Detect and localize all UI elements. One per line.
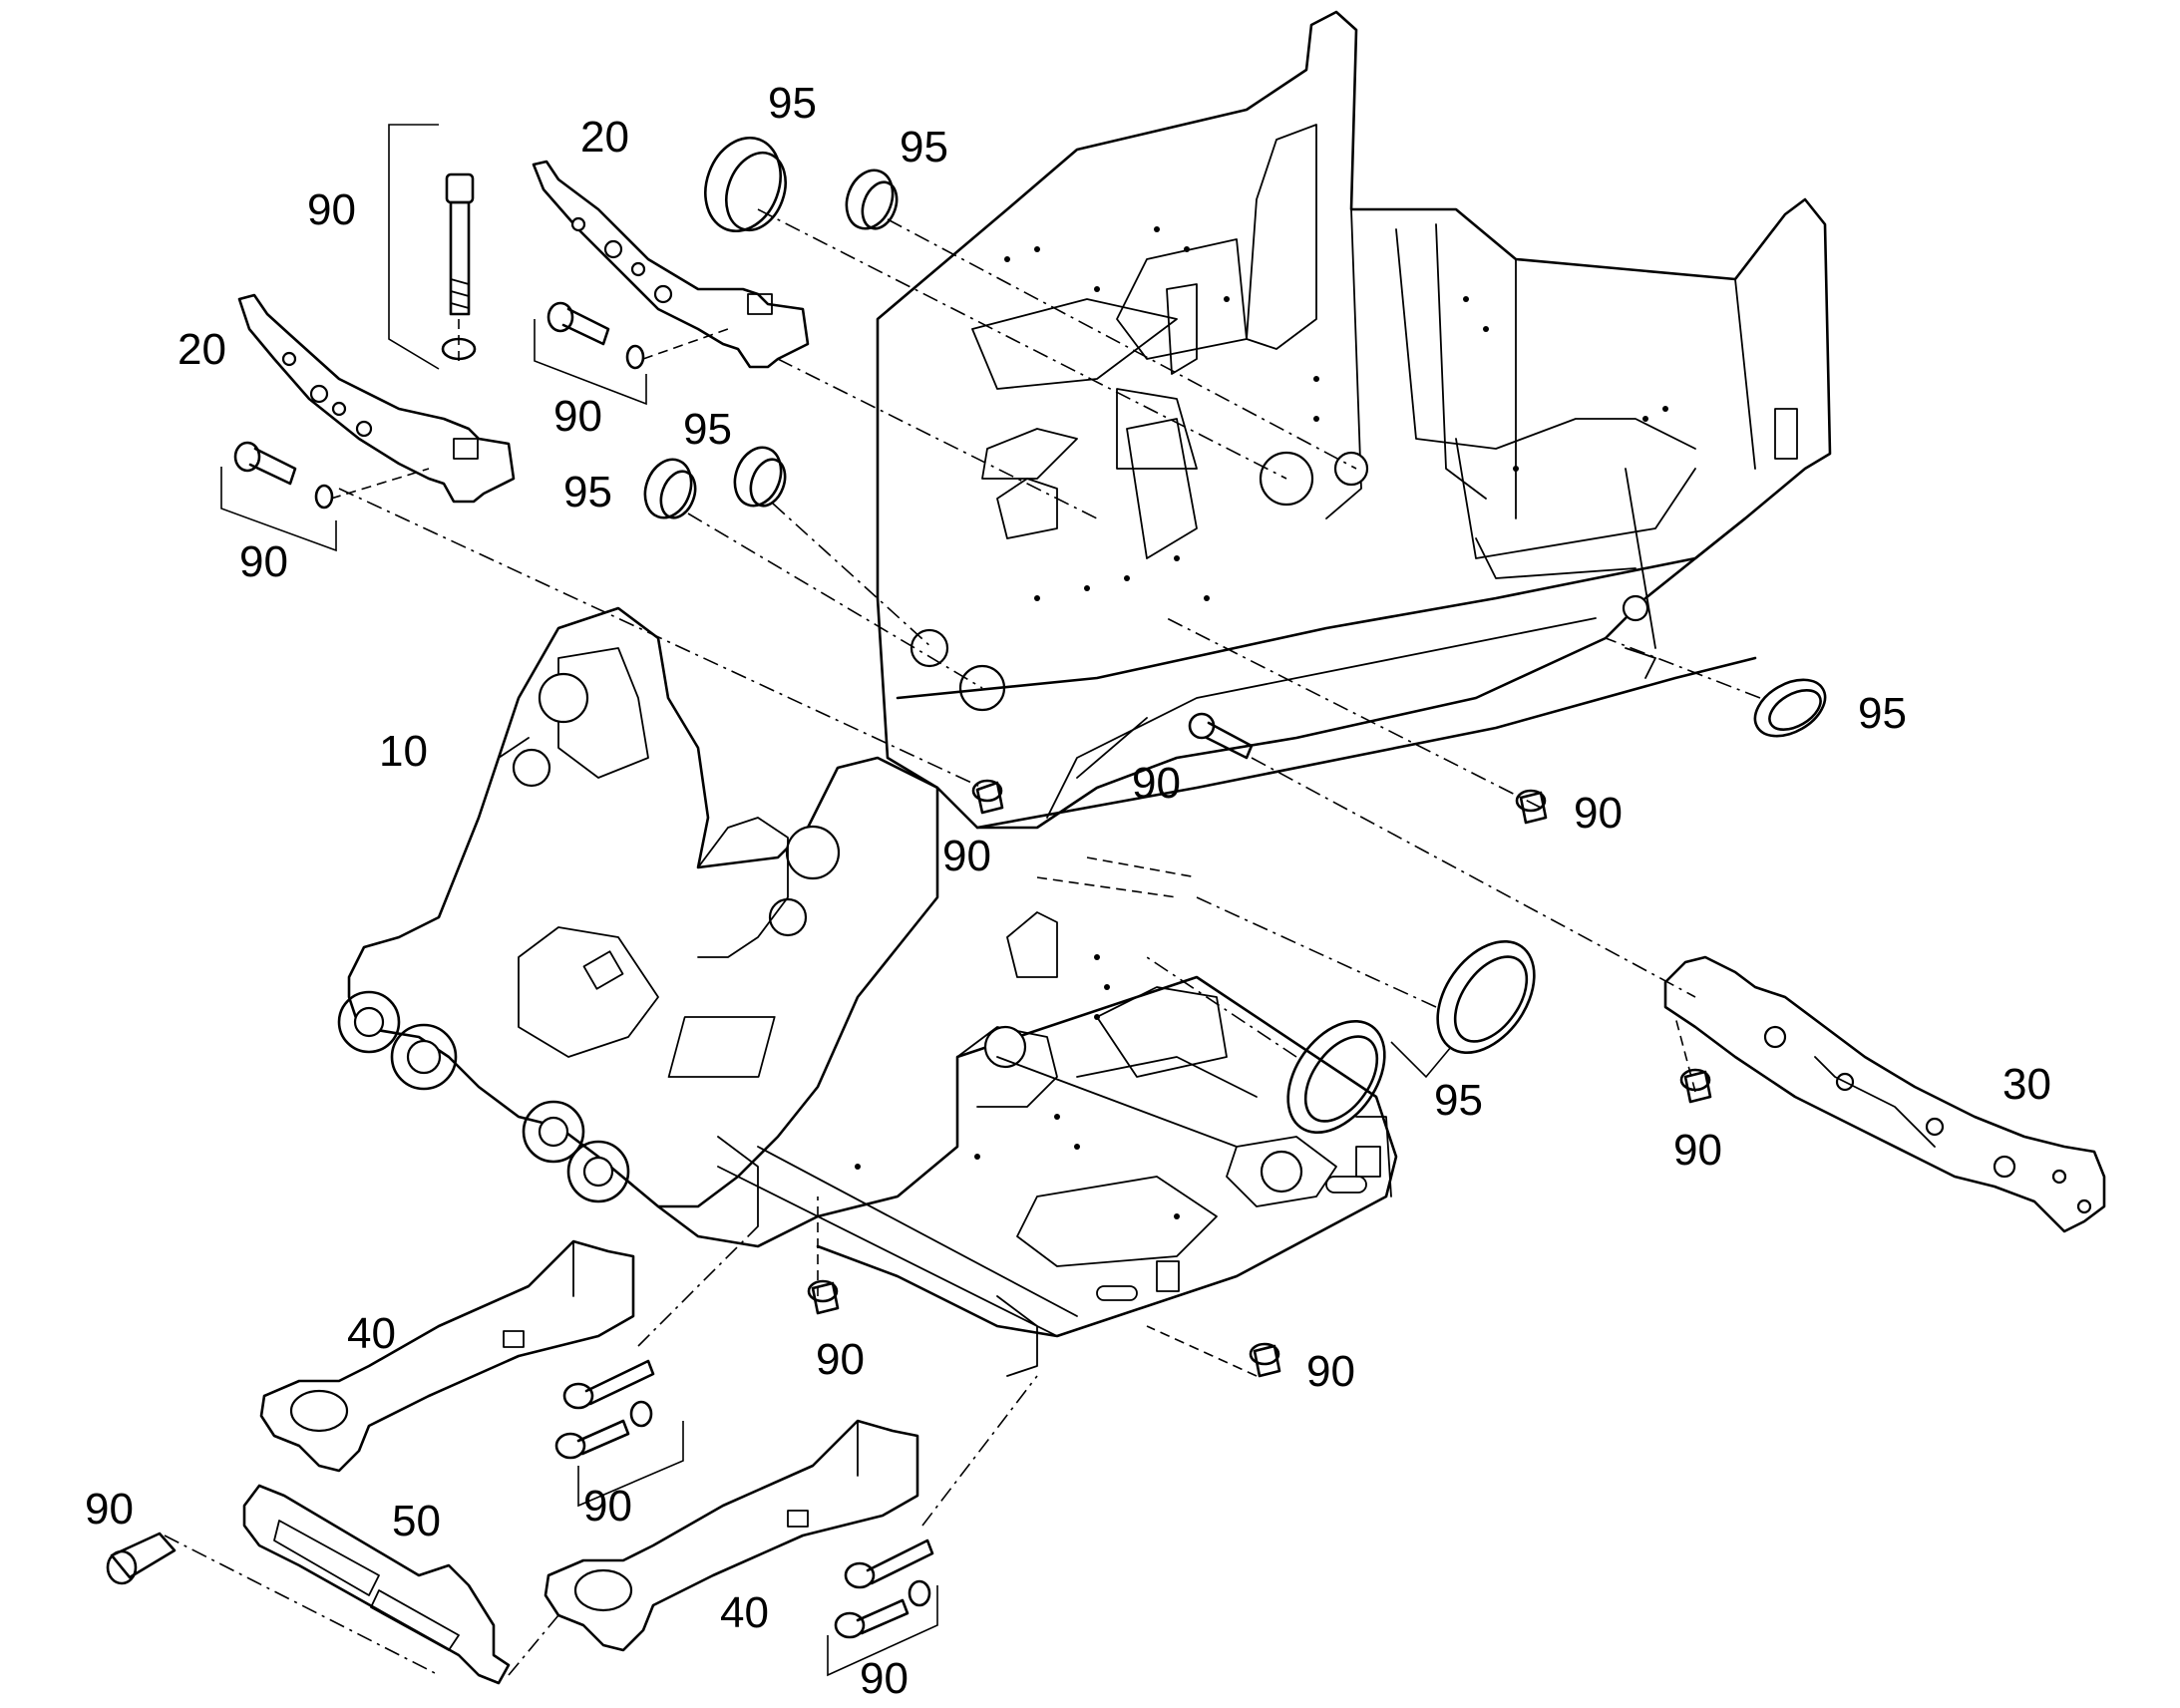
- screw-plate50: [106, 1532, 177, 1585]
- arm-part-40-lower: [544, 1419, 919, 1652]
- grommet-bottom-a: [1286, 1019, 1386, 1135]
- grommet-mid-a: [643, 458, 697, 519]
- callout-95-top-a: 95: [768, 79, 817, 128]
- bushing-right-center: [1515, 789, 1548, 825]
- callout-90-bushing-left: 90: [942, 832, 991, 880]
- callout-30: 30: [2002, 1060, 2051, 1109]
- callout-10: 10: [379, 727, 428, 776]
- callout-90-front-right: 90: [1306, 1347, 1355, 1396]
- bushing-front-right: [1249, 1342, 1281, 1378]
- callout-90-arm40-upper: 90: [583, 1482, 632, 1531]
- grommet-top-a: [704, 136, 787, 233]
- callout-labels: 10 20 20 30 40 40 50 90 90 90 90 90 90 9…: [85, 79, 2051, 1703]
- callout-50: 50: [392, 1497, 441, 1545]
- callout-90-front-left: 90: [816, 1335, 865, 1384]
- bracket-plate-part-50: [242, 1484, 511, 1685]
- callout-90-bolt-center: 90: [1132, 759, 1181, 808]
- callout-95-mid-a: 95: [563, 468, 612, 516]
- main-frame-part-10: [337, 10, 1832, 1377]
- frame-rivet-dots: [855, 226, 1668, 1219]
- bolt-center: [1188, 712, 1254, 760]
- callout-90-arm40-lower: 90: [860, 1654, 908, 1703]
- arm-part-40-upper: [259, 1239, 635, 1473]
- callout-95-right: 95: [1858, 689, 1907, 738]
- bolt-and-washer-arm20-upper: [546, 301, 645, 370]
- bolts-arm40-lower: [834, 1538, 934, 1639]
- callout-brackets: [220, 124, 1452, 1677]
- leader-lines: [164, 208, 1761, 1676]
- grommet-bottom-b: [1436, 939, 1536, 1055]
- callout-90-bushing-right: 90: [1574, 789, 1623, 838]
- grommet-mid-b: [733, 446, 787, 508]
- callout-90-arm20-lower: 90: [239, 537, 288, 586]
- callout-90-arm20-upper: 90: [553, 392, 602, 441]
- callout-95-top-b: 95: [900, 123, 948, 171]
- bushing-arm30: [1679, 1068, 1712, 1104]
- callout-40-lower: 40: [720, 1588, 769, 1637]
- grommet-top-b: [845, 169, 899, 230]
- callout-20-upper: 20: [580, 113, 629, 162]
- bushing-front-left: [807, 1279, 840, 1315]
- callout-20-lower: 20: [178, 325, 226, 374]
- arm-part-30: [1663, 955, 2106, 1233]
- arm-part-20-upper: [532, 160, 810, 369]
- arm-part-20-lower: [237, 293, 516, 504]
- bolt-vertical-top: [441, 172, 477, 361]
- bushing-left-center: [971, 779, 1004, 815]
- callout-95-mid-b: 95: [683, 405, 732, 454]
- callout-95-bottom: 95: [1434, 1076, 1483, 1125]
- callout-90-bolt-top: 90: [307, 185, 356, 234]
- callout-40-upper: 40: [347, 1309, 396, 1358]
- grommet-right: [1753, 678, 1827, 738]
- bolt-and-washer-arm20-lower: [233, 441, 334, 510]
- bolts-arm40-upper: [554, 1359, 655, 1460]
- callout-90-plate50: 90: [85, 1485, 134, 1534]
- callout-90-arm30: 90: [1673, 1126, 1722, 1175]
